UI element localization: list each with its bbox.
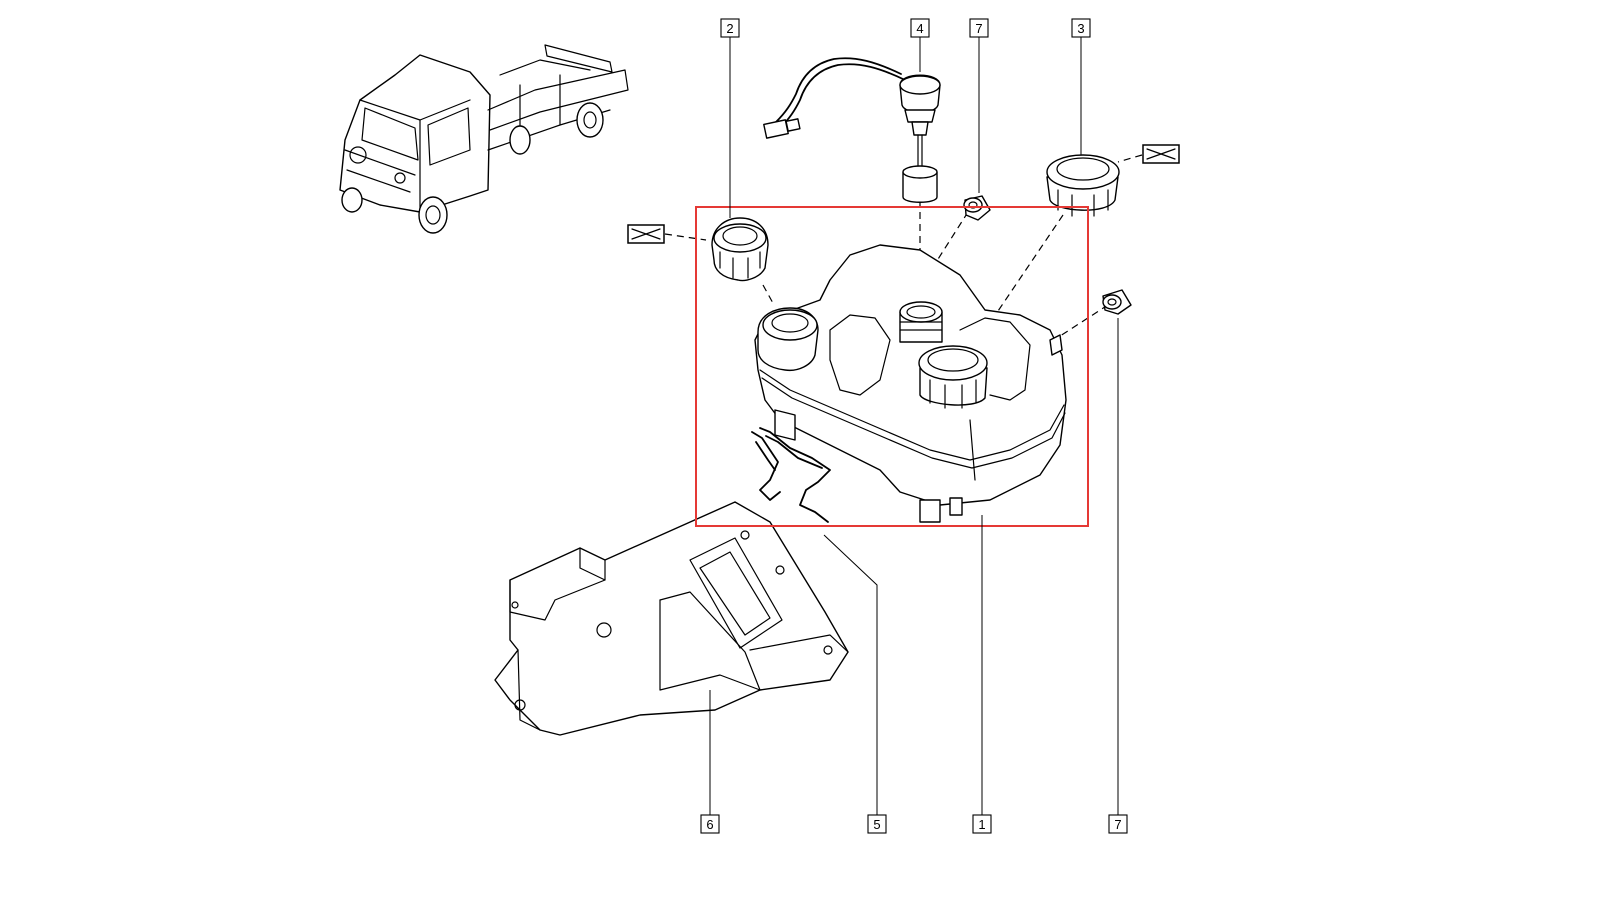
callout-c7-bottom: 7 bbox=[1108, 814, 1128, 834]
note-symbol-left bbox=[627, 224, 665, 244]
callout-box bbox=[972, 814, 992, 834]
callout-c1-bottom: 1 bbox=[972, 814, 992, 834]
tank-filler-cap bbox=[711, 217, 769, 282]
callout-number: 4 bbox=[916, 21, 923, 36]
callouts: 2 4 7 3 6 5 1 7 bbox=[700, 18, 1128, 834]
retaining-clip bbox=[751, 427, 831, 523]
note-symbol-right bbox=[1142, 144, 1180, 164]
callout-box bbox=[700, 814, 720, 834]
callout-box bbox=[1108, 814, 1128, 834]
callout-c5-bottom: 5 bbox=[867, 814, 887, 834]
highlight-frame bbox=[695, 206, 1089, 527]
callout-c6-bottom: 6 bbox=[700, 814, 720, 834]
callout-number: 2 bbox=[726, 21, 733, 36]
callout-number: 1 bbox=[978, 817, 985, 832]
expansion-tank bbox=[754, 244, 1067, 523]
callout-number: 5 bbox=[873, 817, 880, 832]
level-sensor bbox=[763, 57, 941, 203]
bleed-screw-right bbox=[1102, 289, 1132, 315]
mounting-bracket bbox=[494, 501, 849, 736]
callout-c4-top: 4 bbox=[910, 18, 930, 38]
bleed-screw-top bbox=[963, 195, 991, 221]
callout-box bbox=[720, 18, 740, 38]
leader-lines bbox=[709, 37, 1119, 815]
vehicle-thumbnail bbox=[339, 44, 629, 234]
callout-c2-top: 2 bbox=[720, 18, 740, 38]
pressure-cap bbox=[1046, 154, 1120, 217]
callout-number: 7 bbox=[975, 21, 982, 36]
callout-box bbox=[1071, 18, 1091, 38]
callout-box bbox=[969, 18, 989, 38]
assembly-guides bbox=[664, 154, 1143, 346]
callout-box bbox=[867, 814, 887, 834]
callout-c7-top: 7 bbox=[969, 18, 989, 38]
callout-number: 3 bbox=[1077, 21, 1084, 36]
callout-c3-top: 3 bbox=[1071, 18, 1091, 38]
callout-box bbox=[910, 18, 930, 38]
callout-number: 6 bbox=[706, 817, 713, 832]
callout-number: 7 bbox=[1114, 817, 1121, 832]
